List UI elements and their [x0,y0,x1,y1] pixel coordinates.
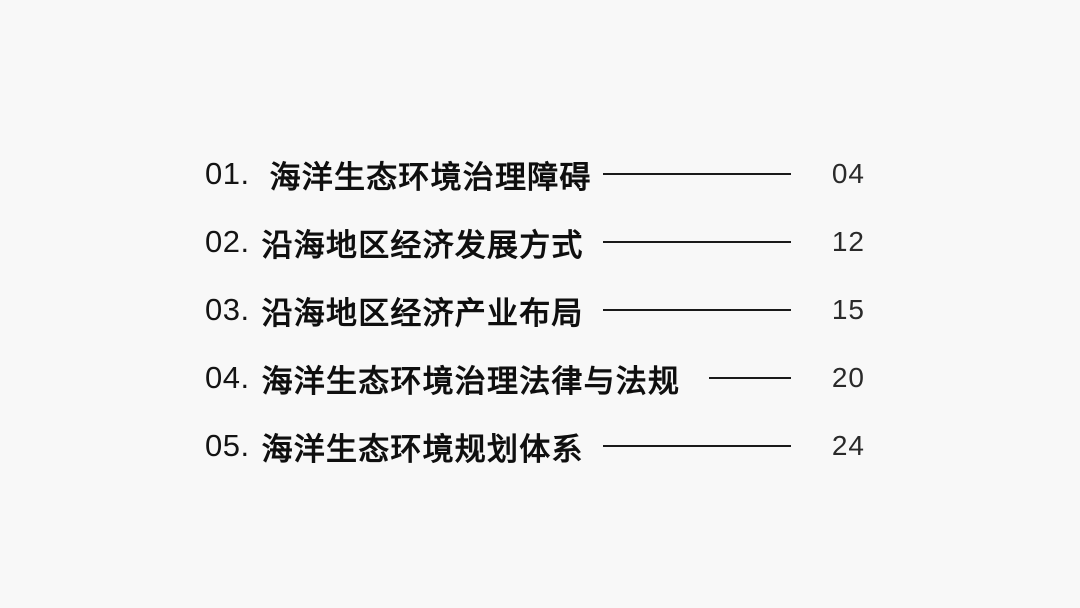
toc-leader-line [680,377,791,379]
toc-entry-title: 沿海地区经济发展方式 [261,227,584,263]
toc-entry-page-number: 24 [831,430,865,461]
toc-entry-index: 01. [205,156,250,191]
table-of-contents: 01. 海洋生态环境治理障碍 04 02. 沿海地区经济发展方式 12 03. … [205,140,865,480]
toc-entry-title: 海洋生态环境规划体系 [261,431,584,467]
toc-leader-line [584,445,792,447]
toc-entry-05[interactable]: 05. 海洋生态环境规划体系 24 [205,412,865,480]
toc-leader-line [592,173,792,175]
toc-entry-01[interactable]: 01. 海洋生态环境治理障碍 04 [205,140,865,208]
toc-entry-page-number: 12 [831,226,865,257]
toc-entry-title: 海洋生态环境治理障碍 [269,159,592,195]
toc-entry-04[interactable]: 04. 海洋生态环境治理法律与法规 20 [205,344,865,412]
toc-entry-02[interactable]: 02. 沿海地区经济发展方式 12 [205,208,865,276]
toc-entry-page-number: 15 [831,294,865,325]
toc-entry-page-number: 20 [831,362,865,393]
toc-entry-title: 海洋生态环境治理法律与法规 [261,363,681,399]
toc-entry-title: 沿海地区经济产业布局 [261,295,584,331]
toc-leader-line [584,309,792,311]
toc-entry-03[interactable]: 03. 沿海地区经济产业布局 15 [205,276,865,344]
toc-entry-page-number: 04 [831,158,865,189]
toc-entry-index: 04. [205,360,250,395]
toc-entry-index: 03. [205,292,250,327]
toc-entry-index: 05. [205,428,250,463]
toc-leader-line [584,241,792,243]
toc-entry-index: 02. [205,224,250,259]
